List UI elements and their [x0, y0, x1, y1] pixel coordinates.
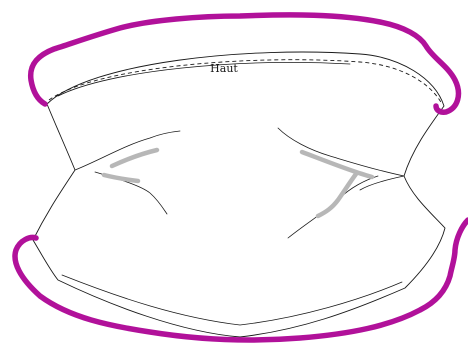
- left-shading-mark: [112, 150, 157, 166]
- right-shading-mark: [318, 174, 356, 216]
- stitch-line: [49, 60, 442, 104]
- right-fold-line: [360, 176, 404, 190]
- lower-inner-contour: [62, 275, 402, 325]
- right-shading-mark: [302, 152, 372, 177]
- top-label: Haut: [210, 62, 238, 75]
- bottom-edge-highlight: [15, 220, 468, 340]
- piece-outline: [33, 52, 445, 337]
- left-fold-line: [75, 131, 180, 170]
- left-shading-mark: [104, 175, 138, 181]
